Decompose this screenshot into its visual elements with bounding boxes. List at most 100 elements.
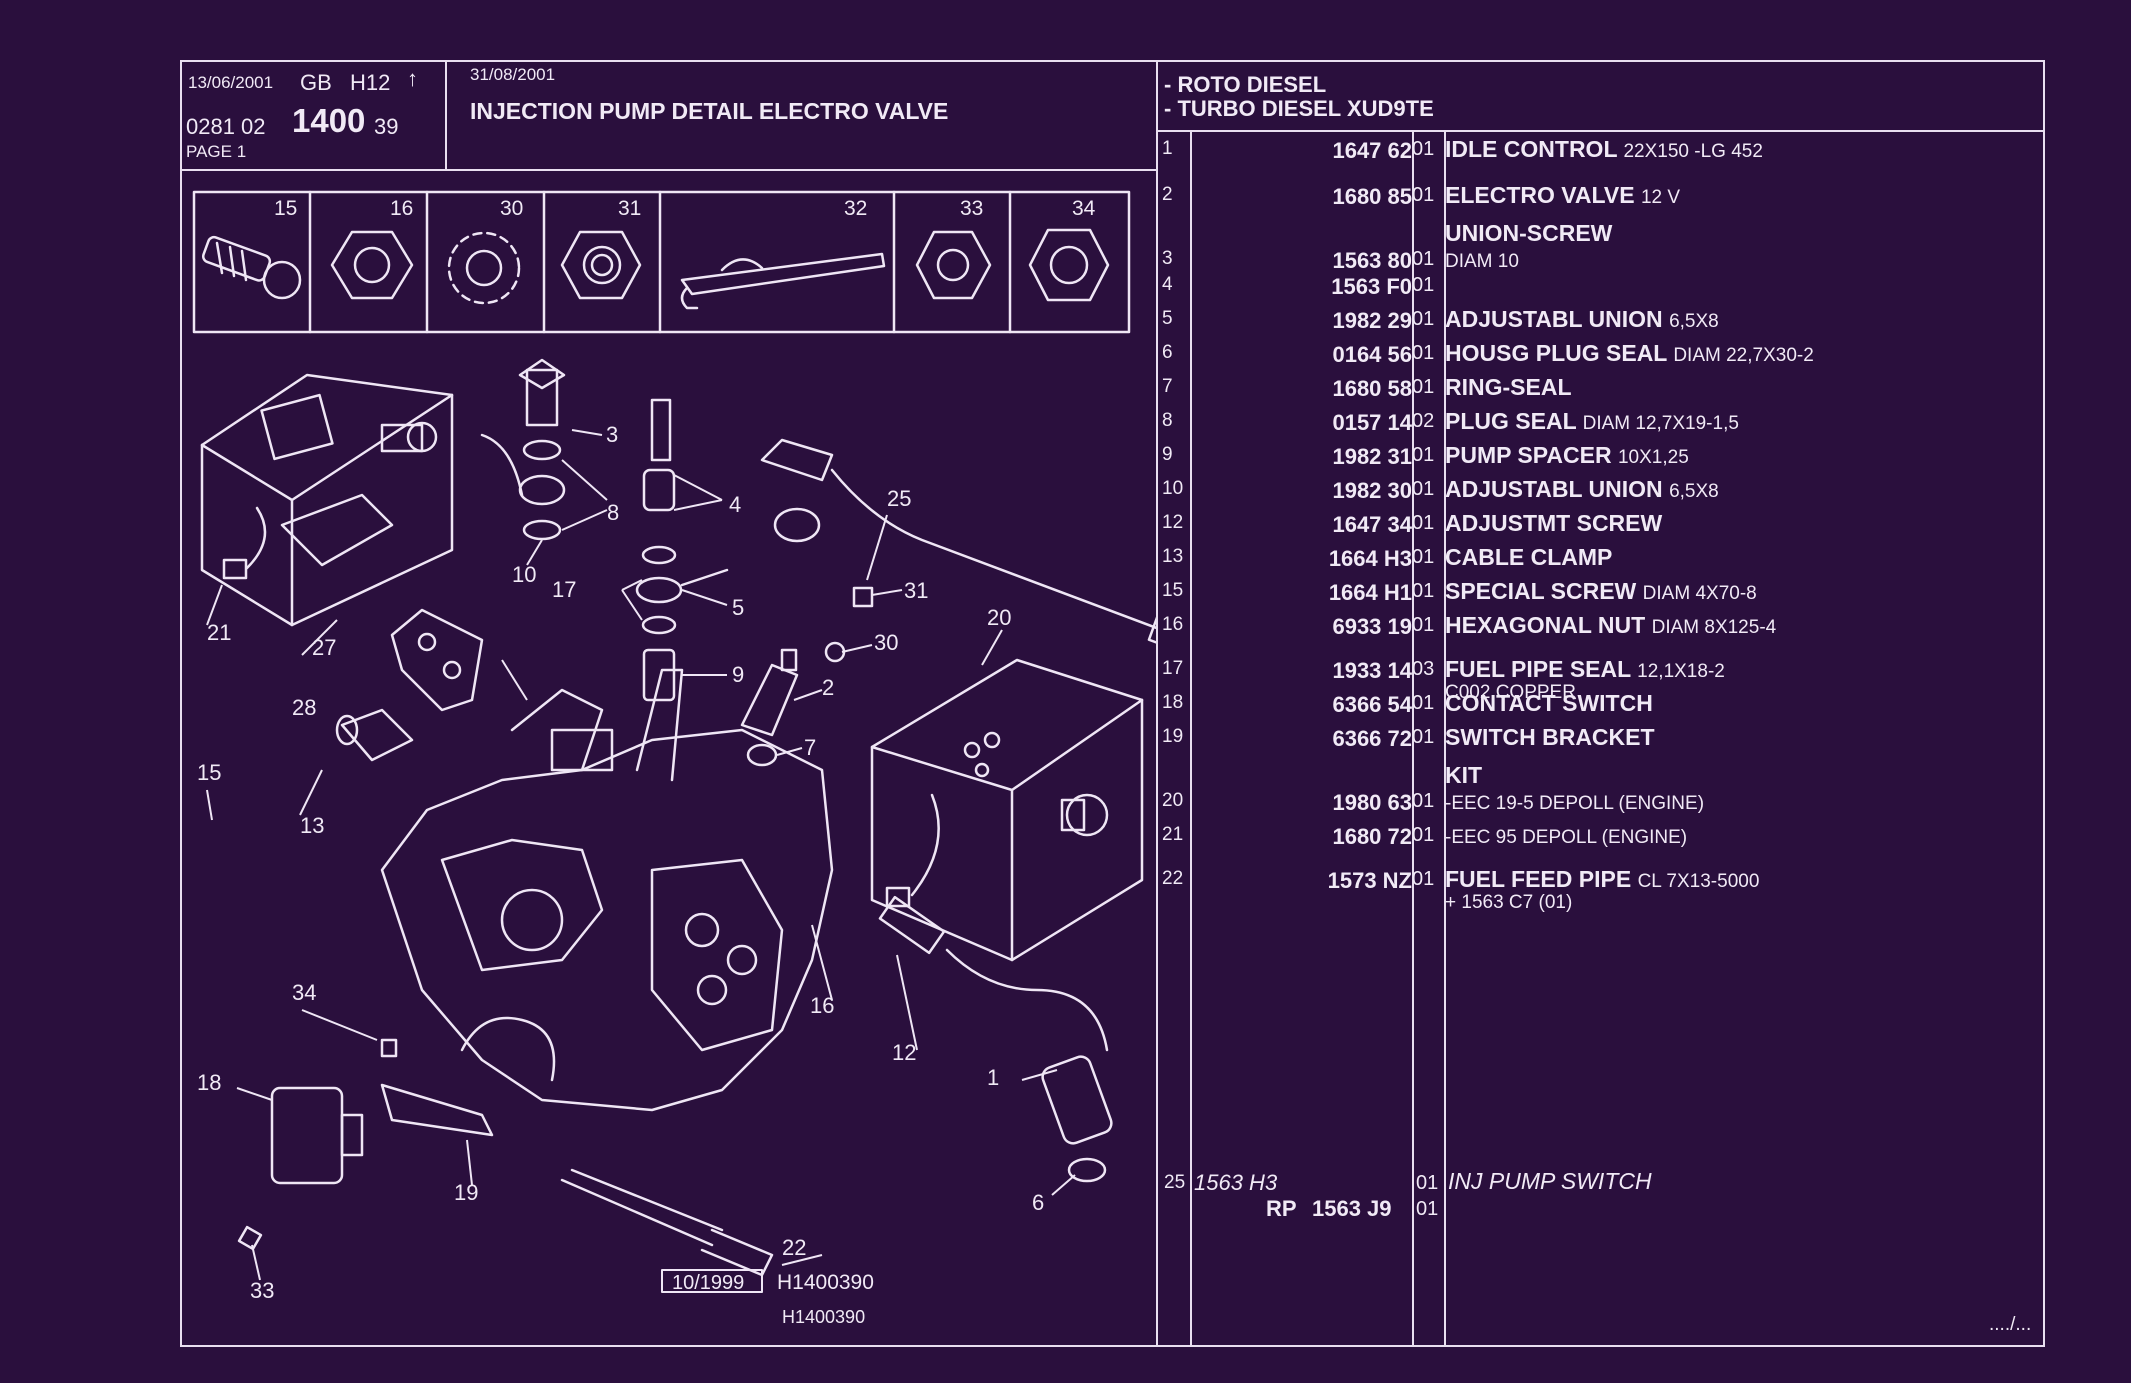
callout-number: 2 bbox=[822, 675, 834, 700]
switch-bracket-19 bbox=[380, 1083, 494, 1137]
part-number: 1980 63 bbox=[1332, 790, 1412, 815]
callout-number: 20 bbox=[987, 605, 1011, 630]
part-name: HEXAGONAL NUT bbox=[1445, 612, 1646, 638]
callout-number: 12 bbox=[892, 1040, 916, 1065]
part-25-qty: 01 bbox=[1416, 1172, 1439, 1194]
strip-number: 32 bbox=[844, 197, 867, 220]
part-description: PUMP SPACER 10X1,25 bbox=[1445, 442, 1689, 469]
callout-number: 22 bbox=[782, 1235, 806, 1260]
part-ref: 19 bbox=[1162, 726, 1184, 747]
part-name: SPECIAL SCREW bbox=[1445, 578, 1637, 604]
part-ref: 21 bbox=[1162, 824, 1184, 845]
electro-valve bbox=[740, 648, 799, 767]
part-description: DIAM 10 bbox=[1445, 246, 1519, 273]
part-name: FUEL FEED PIPE bbox=[1445, 866, 1632, 892]
part-qty: 01 bbox=[1412, 790, 1435, 812]
part-name: FUEL PIPE SEAL bbox=[1445, 656, 1631, 682]
part-detail: DIAM 8X125-4 bbox=[1651, 617, 1777, 638]
part-detail: DIAM 10 bbox=[1445, 251, 1519, 272]
part-ref: 17 bbox=[1162, 658, 1184, 679]
part-detail: CL 7X13-5000 bbox=[1637, 871, 1760, 892]
contact-switch-18 bbox=[270, 1083, 494, 1185]
left-header-divider bbox=[445, 62, 447, 169]
adjust-screw-12 bbox=[878, 895, 1109, 1052]
part-qty: 01 bbox=[1412, 824, 1435, 846]
part-description: HEXAGONAL NUT DIAM 8X125-4 bbox=[1445, 612, 1776, 639]
part-description: SWITCH BRACKET bbox=[1445, 724, 1655, 751]
header-lang: GB bbox=[300, 70, 332, 95]
part-name: CONTACT SWITCH bbox=[1445, 690, 1653, 716]
exploded-diagram: 3481017593130272520212728151316121634181… bbox=[192, 190, 1156, 1327]
callout-number: 4 bbox=[729, 492, 741, 517]
part-number: 1664 H1 bbox=[1328, 580, 1412, 605]
callout-number: 6 bbox=[1032, 1190, 1044, 1215]
part-description: RING-SEAL bbox=[1445, 374, 1572, 401]
washer-30-marker bbox=[824, 641, 846, 663]
part-ref: 22 bbox=[1162, 868, 1184, 889]
header-code: H12 bbox=[350, 70, 391, 95]
callout-number: 27 bbox=[312, 635, 336, 660]
part-qty: 01 bbox=[1412, 248, 1435, 270]
header-date2: 31/08/2001 bbox=[470, 65, 556, 84]
part-name: IDLE CONTROL bbox=[1445, 136, 1618, 162]
part-ref: 7 bbox=[1162, 376, 1173, 397]
part-25-rp-number: 1563 J9 bbox=[1312, 1196, 1392, 1221]
part-detail: DIAM 4X70-8 bbox=[1642, 583, 1757, 604]
part-number: 1680 58 bbox=[1332, 376, 1412, 401]
part-number: 1573 NZ bbox=[1327, 868, 1412, 893]
part-ref: 6 bbox=[1162, 342, 1173, 363]
part-description: ADJUSTABL UNION 6,5X8 bbox=[1445, 476, 1719, 503]
part-qty: 01 bbox=[1412, 546, 1435, 568]
callout-number: 5 bbox=[732, 595, 744, 620]
part-subline: + 1563 C7 (01) bbox=[1445, 892, 1573, 913]
part-25-rp-label: RP bbox=[1266, 1196, 1297, 1221]
part-25-ref: 25 bbox=[1164, 1172, 1186, 1193]
part-name: CABLE CLAMP bbox=[1445, 544, 1613, 570]
union-screw-stack bbox=[480, 358, 566, 541]
cable-tie-icon bbox=[680, 252, 886, 310]
part-detail: 6,5X8 bbox=[1669, 481, 1719, 502]
part-number: 1982 29 bbox=[1332, 308, 1412, 333]
part-number: 1680 85 bbox=[1332, 184, 1412, 209]
part-qty: 01 bbox=[1412, 614, 1435, 636]
callout-number: 33 bbox=[250, 1278, 274, 1303]
part-name: ELECTRO VALVE bbox=[1445, 182, 1635, 208]
part-qty: 01 bbox=[1412, 308, 1435, 330]
part-description: ADJUSTMT SCREW bbox=[1445, 510, 1662, 537]
hex-nut-icon bbox=[330, 230, 414, 300]
part-detail: -EEC 95 DEPOLL (ENGINE) bbox=[1445, 827, 1688, 848]
part-name: PUMP SPACER bbox=[1445, 442, 1612, 468]
part-detail: 12,1X18-2 bbox=[1637, 661, 1725, 682]
callout-number: 7 bbox=[804, 735, 816, 760]
part-detail: 12 V bbox=[1640, 187, 1681, 208]
part-ref: 18 bbox=[1162, 692, 1184, 713]
part-name: SWITCH BRACKET bbox=[1445, 724, 1655, 750]
fuel-feed-pipe-22 bbox=[560, 1168, 774, 1277]
part-number: 6933 19 bbox=[1332, 614, 1412, 639]
header-ref-suffix: 39 bbox=[374, 114, 399, 139]
parts-sheet: 13/06/2001 GB H12 ↑ 0281 02 1400 39 PAGE… bbox=[180, 60, 2045, 1347]
part-qty: 02 bbox=[1412, 410, 1435, 432]
kit-box-20 bbox=[870, 658, 1144, 962]
part-qty: 01 bbox=[1412, 138, 1435, 160]
right-header-bottom bbox=[1156, 130, 2045, 132]
part-ref: 20 bbox=[1162, 790, 1184, 811]
part-number: 1664 H3 bbox=[1328, 546, 1412, 571]
part-number: 1982 30 bbox=[1332, 478, 1412, 503]
part-ref: 16 bbox=[1162, 614, 1184, 635]
part-detail: 10X1,25 bbox=[1617, 447, 1689, 468]
part-ref: 4 bbox=[1162, 274, 1173, 295]
part-qty: 01 bbox=[1412, 444, 1435, 466]
